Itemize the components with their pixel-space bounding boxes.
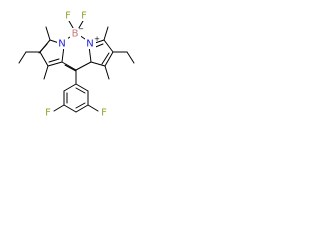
bond-aryl-6: [75, 83, 89, 92]
bond-c2r-c3r: [104, 51, 114, 67]
atom-nitrogen-right: N: [86, 39, 93, 50]
bond-c2r-c3r-double: [101, 52, 110, 65]
bond-aryl-4: [75, 104, 89, 113]
nitrogen-right-charge: +: [94, 35, 100, 43]
bond-ethyl-right-2: [126, 51, 135, 64]
bond-meso-c4r: [75, 61, 92, 71]
bond-aryl-3: [63, 104, 77, 113]
atom-fluorine-aryl-right: F: [101, 108, 107, 119]
boron-charge: −: [78, 25, 84, 33]
atom-boron: B: [72, 29, 79, 40]
bond-c4-meso: [61, 61, 77, 71]
bond-aryl-4-double: [75, 102, 86, 109]
bond-methyl-right-top: [103, 26, 109, 41]
bond-c3r-c4r: [90, 61, 106, 67]
bond-methyl-left-top: [45, 26, 51, 41]
atom-fluorine-2: F: [81, 11, 87, 22]
atom-labels: F F B − N N + F F: [43, 10, 109, 119]
bond-methyl-left-bottom: [43, 65, 49, 80]
bond-aryl-f-right: [87, 104, 99, 112]
bond-c3-c4: [47, 61, 63, 67]
bond-c4-meso-double: [64, 64, 77, 72]
atom-fluorine-1: F: [65, 11, 71, 22]
atom-fluorine-aryl-left: F: [45, 108, 51, 119]
bond-c1-c2-double: [38, 43, 48, 54]
atom-nitrogen-left: N: [58, 39, 65, 50]
bond-c1r-c2r: [103, 39, 114, 53]
bond-c2-c3: [39, 51, 49, 67]
bond-c3-c4-double: [48, 58, 60, 63]
bodipy-structure-diagram: F F B − N N + F F: [18, 10, 135, 119]
bond-aryl-1: [63, 83, 77, 92]
bond-ethyl-left-2: [18, 51, 27, 64]
bond-aryl-f-left: [53, 104, 65, 112]
bond-aryl-6-double: [75, 87, 86, 94]
bond-methyl-right-bottom: [104, 65, 110, 80]
